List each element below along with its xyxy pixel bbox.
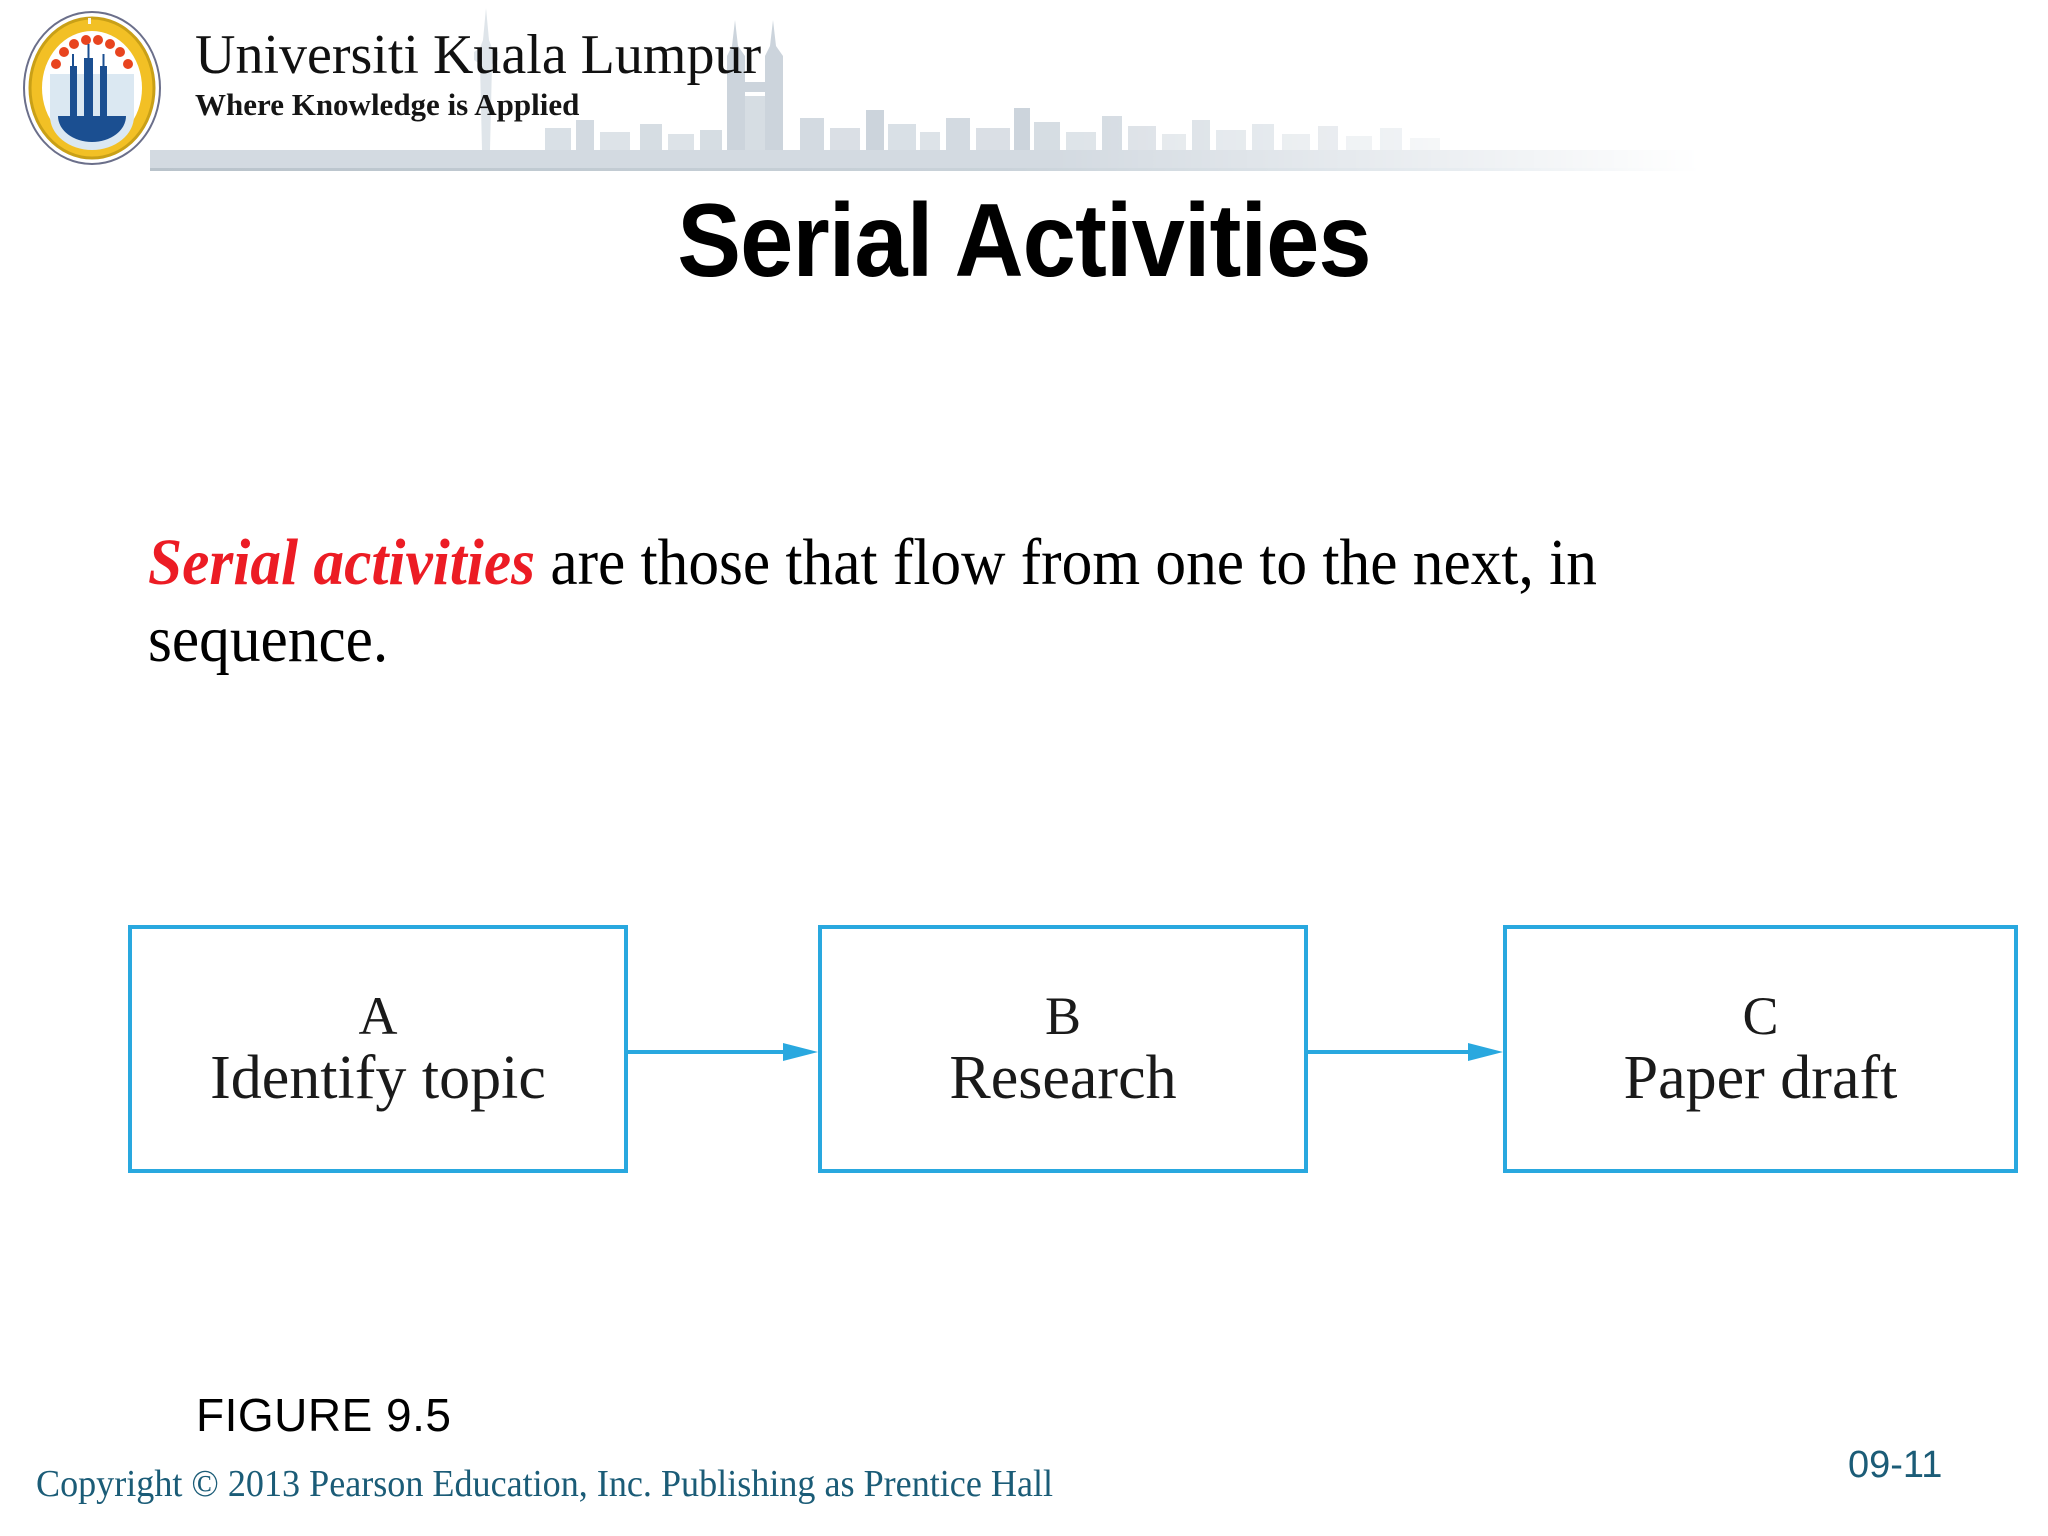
body-paragraph-rest: are those that flow from one to the next… xyxy=(148,526,1597,676)
flow-box-b-letter: B xyxy=(1044,986,1082,1046)
flow-box-c-label: Paper draft xyxy=(1623,1044,1898,1112)
arrow-right-icon xyxy=(628,1043,818,1061)
flow-box-a-label: Identify topic xyxy=(210,1044,546,1112)
flow-box-a-letter: A xyxy=(358,986,398,1046)
flow-box-b: B Research xyxy=(818,925,1308,1173)
flow-box-c-letter: C xyxy=(1742,986,1779,1046)
flow-box-b-label: Research xyxy=(949,1044,1177,1112)
highlighted-term: Serial activities xyxy=(148,526,535,599)
header-divider xyxy=(150,168,1700,171)
kuala-lumpur-skyline-icon xyxy=(150,8,1700,168)
copyright-notice: Copyright © 2013 Pearson Education, Inc.… xyxy=(36,1463,1054,1505)
body-paragraph: Serial activities are those that flow fr… xyxy=(148,525,1785,678)
flow-box-c: C Paper draft xyxy=(1503,925,2018,1173)
arrow-right-icon xyxy=(1308,1043,1503,1061)
page-title: Serial Activities xyxy=(677,183,1371,299)
unikl-crest-icon xyxy=(23,11,161,165)
page-number: 09-11 xyxy=(1848,1444,1943,1486)
figure-caption: FIGURE 9.5 xyxy=(196,1389,452,1441)
serial-activities-flow-diagram: A Identify topic B Research C Paper draf… xyxy=(128,925,2018,1175)
header-banner: Universiti Kuala Lumpur Where Knowledge … xyxy=(0,0,1700,175)
unikl-wordmark: Universiti Kuala Lumpur Where Knowledge … xyxy=(195,24,895,123)
institution-name: Universiti Kuala Lumpur xyxy=(195,24,762,86)
flow-box-a: A Identify topic xyxy=(128,925,628,1173)
institution-tagline: Where Knowledge is Applied xyxy=(195,86,580,122)
